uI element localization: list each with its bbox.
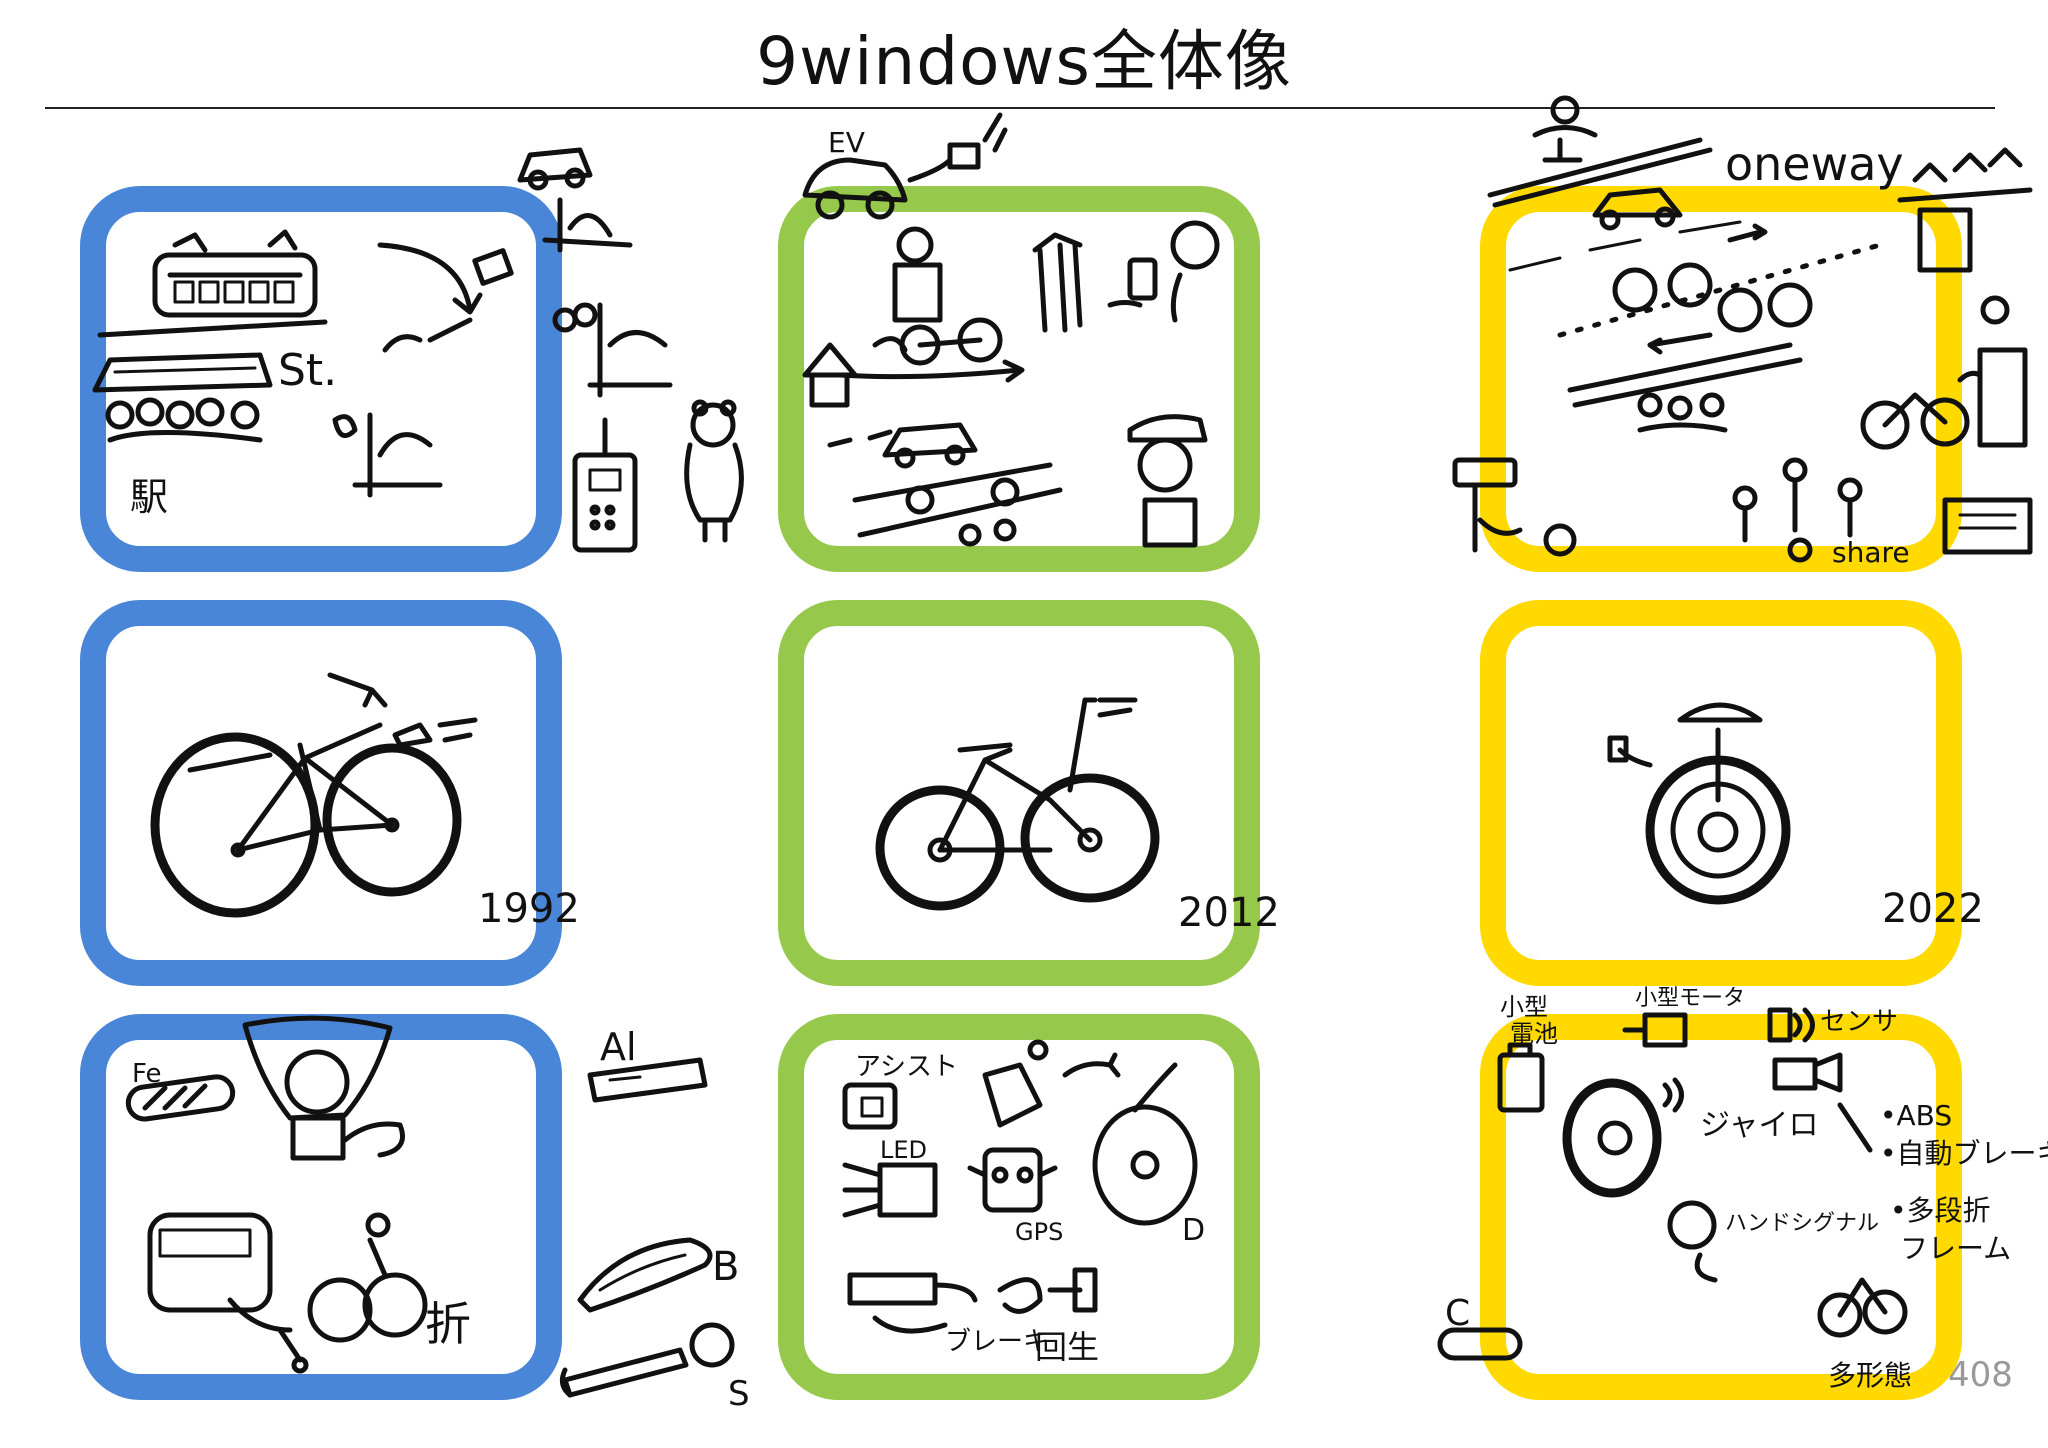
year-label-present: 2012 — [1178, 890, 1280, 936]
year-label-future: 2022 — [1882, 886, 1984, 932]
b-text: B — [712, 1244, 739, 1290]
saddle-sketch — [577, 1237, 713, 1313]
s-text: S — [728, 1374, 750, 1414]
window-subsystem-future — [1480, 1014, 1962, 1400]
bear-mascot-sketch — [684, 399, 744, 543]
window-subsystem-present — [778, 1014, 1260, 1400]
window-supersystem-present — [778, 186, 1260, 572]
small-motor-text: 小型モータ — [1635, 986, 1745, 1011]
title-divider — [45, 107, 1995, 109]
ticket-machine-sketch — [572, 417, 638, 553]
c-text: C — [1445, 1293, 1470, 1334]
aluminium-tube-sketch — [587, 1057, 708, 1103]
ev-text: EV — [828, 126, 865, 159]
window-system-past — [80, 600, 562, 986]
year-label-past: 1992 — [478, 886, 580, 932]
seatpost-sketch — [559, 1322, 735, 1398]
al-text: Al — [600, 1025, 637, 1069]
page-number: 408 — [1948, 1355, 2013, 1395]
window-subsystem-past — [80, 1014, 562, 1400]
window-system-future — [1480, 600, 1962, 986]
window-supersystem-past — [80, 186, 562, 572]
page-title: 9windows全体像 — [756, 23, 1292, 100]
oneway-text: oneway — [1725, 137, 1904, 191]
people-chart-sketch — [552, 302, 673, 398]
window-supersystem-future — [1480, 186, 1962, 572]
